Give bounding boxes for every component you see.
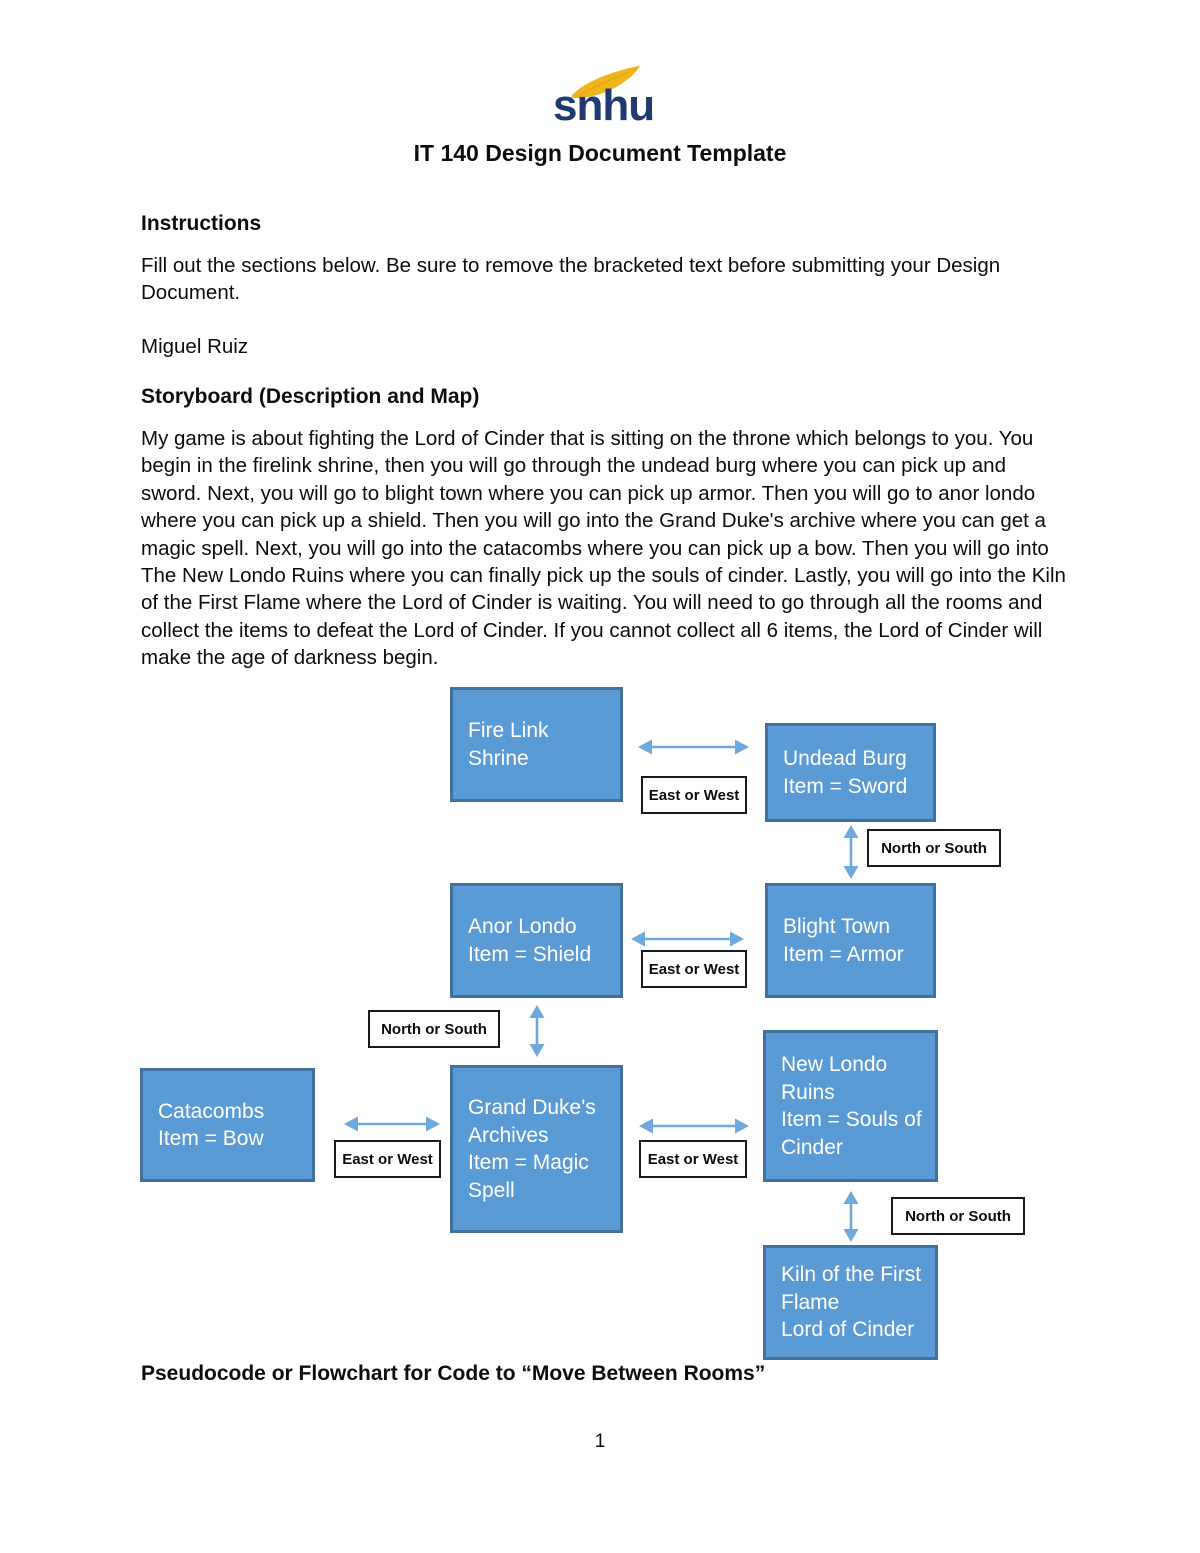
direction-label-north-south: North or South: [867, 829, 1001, 867]
instructions-heading: Instructions: [141, 212, 262, 235]
east-west-arrow-icon: [344, 1116, 440, 1132]
storyboard-description: My game is about fighting the Lord of Ci…: [141, 427, 1066, 670]
room-catacombs: Catacombs Item = Bow: [140, 1068, 315, 1182]
east-west-arrow-icon: [639, 1118, 749, 1134]
room-new-londo-ruins: New Londo Ruins Item = Souls of Cinder: [763, 1030, 938, 1182]
room-label: Blight Town Item = Armor: [783, 915, 904, 966]
room-undead-burg: Undead Burg Item = Sword: [765, 723, 936, 822]
east-west-arrow-icon: [638, 739, 749, 755]
room-label: Undead Burg Item = Sword: [783, 747, 908, 798]
pseudocode-heading: Pseudocode or Flowchart for Code to “Mov…: [141, 1362, 766, 1385]
room-label: Kiln of the First Flame Lord of Cinder: [781, 1263, 922, 1342]
snhu-logo: snhu: [549, 65, 659, 140]
author-name: Miguel Ruiz: [141, 335, 249, 358]
room-grand-dukes-archives: Grand Duke's Archives Item = Magic Spell: [450, 1065, 623, 1233]
snhu-logo-text: snhu: [553, 81, 655, 130]
instructions-body: Fill out the sections below. Be sure to …: [141, 254, 1001, 305]
direction-label-east-west: East or West: [334, 1140, 441, 1178]
page-number: 1: [594, 1431, 606, 1452]
room-label: Fire Link Shrine: [468, 719, 549, 770]
room-label: New Londo Ruins Item = Souls of Cinder: [781, 1053, 922, 1159]
direction-label-east-west: East or West: [641, 776, 747, 814]
room-blight-town: Blight Town Item = Armor: [765, 883, 936, 998]
direction-label-north-south: North or South: [368, 1010, 500, 1048]
room-label: Catacombs Item = Bow: [158, 1099, 265, 1151]
page-title: IT 140 Design Document Template: [413, 140, 787, 166]
storyboard-heading: Storyboard (Description and Map): [141, 385, 480, 408]
room-label: Anor Londo Item = Shield: [468, 915, 592, 966]
leaf-icon: [571, 65, 641, 98]
direction-label-north-south: North or South: [891, 1197, 1025, 1235]
room-label: Grand Duke's Archives Item = Magic Spell: [468, 1096, 596, 1202]
room-fire-link-shrine: Fire Link Shrine: [450, 687, 623, 802]
direction-label-east-west: East or West: [639, 1140, 747, 1178]
room-kiln-of-the-first-flame: Kiln of the First Flame Lord of Cinder: [763, 1245, 938, 1360]
north-south-arrow-icon: [529, 1005, 545, 1057]
direction-label-east-west: East or West: [641, 950, 747, 988]
east-west-arrow-icon: [631, 931, 744, 947]
north-south-arrow-icon: [843, 825, 859, 879]
room-anor-londo: Anor Londo Item = Shield: [450, 883, 623, 998]
north-south-arrow-icon: [843, 1191, 859, 1242]
